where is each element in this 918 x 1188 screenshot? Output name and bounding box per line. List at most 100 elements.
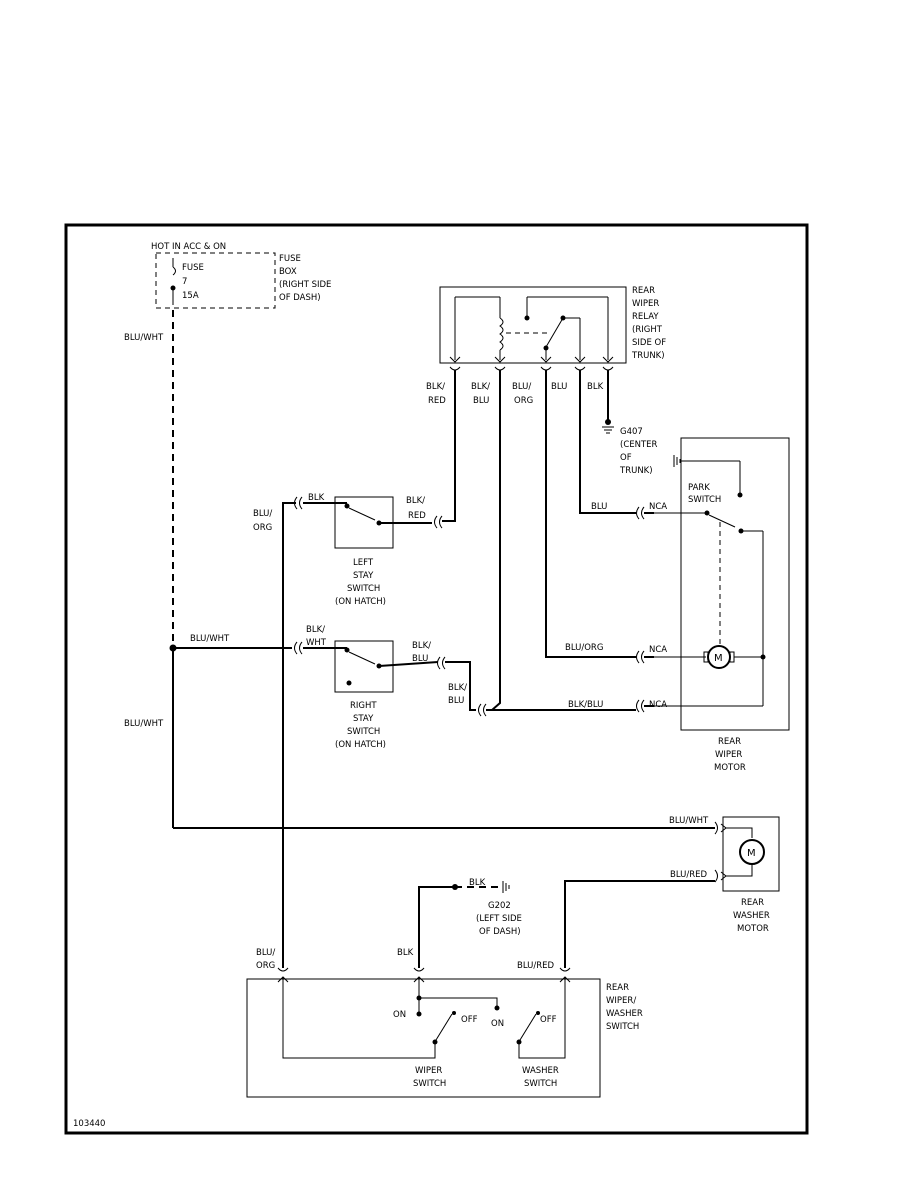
figure-number: 103440	[73, 1119, 105, 1129]
wire-label-blu-org-left: ORG	[253, 523, 272, 533]
wire-label-blk-red: BLK/	[426, 382, 445, 392]
rear-wiper-washer-switch-label: WIPER/	[606, 996, 636, 1006]
wire-label-blu-org: ORG	[514, 396, 533, 406]
wire-label-blk-wht: WHT	[306, 638, 327, 648]
relay-label: SIDE OF	[632, 338, 666, 348]
wire-label-blk-red: RED	[428, 396, 446, 406]
rear-wiper-motor	[654, 437, 790, 731]
nca-label: NCA	[649, 502, 667, 512]
wire-label-blk-g202: BLK	[469, 878, 486, 888]
rear-wiper-motor-label: WIPER	[715, 750, 742, 760]
relay-label: RELAY	[632, 312, 659, 322]
wire-blk-red	[446, 370, 456, 522]
wire-label-blk-bottom: BLK	[397, 948, 414, 958]
left-stay-label: SWITCH	[347, 584, 380, 594]
relay-label: REAR	[632, 286, 655, 296]
wire-label-blk-blu-center: BLK/	[448, 683, 467, 693]
fuse-box-label: BOX	[279, 267, 297, 277]
wire-label-blk-blu-center: BLU	[448, 696, 464, 706]
relay-label: TRUNK)	[631, 351, 665, 361]
connector	[636, 506, 645, 520]
wire-blu-red-washer	[564, 880, 715, 968]
right-stay-label: RIGHT	[350, 701, 377, 711]
wire-label-blk-blu-motor: BLK/BLU	[568, 700, 603, 710]
fuse-box-label: FUSE	[279, 254, 301, 264]
wire-label-blk-red-left: RED	[408, 511, 426, 521]
right-stay-switch	[303, 640, 439, 693]
wire-label-blu-red-washer: BLU/RED	[670, 870, 708, 880]
rear-washer-motor-label: WASHER	[733, 911, 770, 921]
wire-label-blk: BLK	[587, 382, 604, 392]
washer-switch-label: WASHER	[522, 1066, 559, 1076]
wire-label-blk-wht: BLK/	[306, 625, 325, 635]
wire-label-blu-org-left: BLU/	[253, 509, 272, 519]
wire-label-blu-org-motor: BLU/ORG	[565, 643, 603, 653]
fuse-box	[155, 252, 276, 309]
park-switch-label: PARK	[688, 483, 710, 493]
rear-washer-motor-label: REAR	[741, 898, 764, 908]
rear-wiper-washer-switch	[246, 967, 601, 1098]
rear-wiper-washer-switch-label: REAR	[606, 983, 629, 993]
fuse-box-label: (RIGHT SIDE	[279, 280, 331, 290]
wire-label-blu-org: BLU/	[512, 382, 531, 392]
connector	[478, 703, 487, 717]
wiper-switch-label: SWITCH	[413, 1079, 446, 1089]
left-stay-label: (ON HATCH)	[335, 597, 386, 607]
g407-label: OF	[620, 453, 632, 463]
motor-symbol: M	[714, 653, 723, 664]
switch-position-on: ON	[491, 1019, 504, 1029]
g407-label: TRUNK)	[619, 466, 653, 476]
connector	[437, 656, 446, 670]
connector	[434, 515, 443, 529]
switch-position-on: ON	[393, 1010, 406, 1020]
right-stay-label: (ON HATCH)	[335, 740, 386, 750]
park-switch-label: SWITCH	[688, 495, 721, 505]
left-stay-label: LEFT	[353, 558, 374, 568]
wire-label-blu-wht-washer: BLU/WHT	[669, 816, 709, 826]
wiper-switch-label: WIPER	[415, 1066, 442, 1076]
g407-label: (CENTER	[620, 440, 658, 450]
ground-g202-icon	[502, 881, 510, 893]
right-stay-label: STAY	[353, 714, 374, 724]
switch-position-off: OFF	[461, 1015, 478, 1025]
rear-wiper-motor-label: REAR	[718, 737, 741, 747]
g202-label: G202	[488, 901, 511, 911]
left-stay-label: STAY	[353, 571, 374, 581]
fuse-number: 7	[182, 277, 187, 287]
wire-label-blk-blu-right: BLU	[412, 654, 428, 664]
rear-wiper-washer-switch-label: WASHER	[606, 1009, 643, 1019]
wire-label-blk-blu: BLU	[473, 396, 489, 406]
rear-wiper-relay	[439, 286, 627, 371]
nca-label: NCA	[649, 645, 667, 655]
washer-motor-symbol: M	[747, 848, 756, 859]
splice-dot	[452, 884, 458, 890]
wire-label-blu-wht-mid: BLU/WHT	[190, 634, 230, 644]
ground-g407-icon	[602, 419, 614, 434]
rear-washer-motor	[714, 816, 780, 892]
connector	[636, 650, 645, 664]
wire-label-blu-org-bottom: ORG	[256, 961, 275, 971]
wire-label-blu-wht: BLU/WHT	[124, 333, 164, 343]
wire-label-blu: BLU	[551, 382, 567, 392]
left-stay-switch	[303, 496, 432, 549]
right-stay-label: SWITCH	[347, 727, 380, 737]
wire-label-blk-red-left: BLK/	[406, 496, 425, 506]
wire-blk-blu-right	[445, 661, 476, 711]
connector	[636, 699, 645, 713]
wire-blk-g202	[418, 886, 455, 968]
fuse-label: FUSE	[182, 263, 204, 273]
g407-label: G407	[620, 427, 643, 437]
rear-washer-motor-label: MOTOR	[737, 924, 769, 934]
g202-label: (LEFT SIDE	[476, 914, 522, 924]
fuse-rating: 15A	[182, 291, 199, 301]
switch-position-off: OFF	[540, 1015, 557, 1025]
hot-in-label: HOT IN ACC & ON	[151, 242, 226, 252]
wire-blu-org-relay	[545, 370, 636, 658]
nca-label: NCA	[649, 700, 667, 710]
wire-label-blu-org-bottom: BLU/	[256, 948, 275, 958]
wire-label-blk-blu-right: BLK/	[412, 641, 431, 651]
fuse-box-label: OF DASH)	[279, 293, 321, 303]
rear-wiper-motor-label: MOTOR	[714, 763, 746, 773]
relay-label: (RIGHT	[632, 325, 663, 335]
